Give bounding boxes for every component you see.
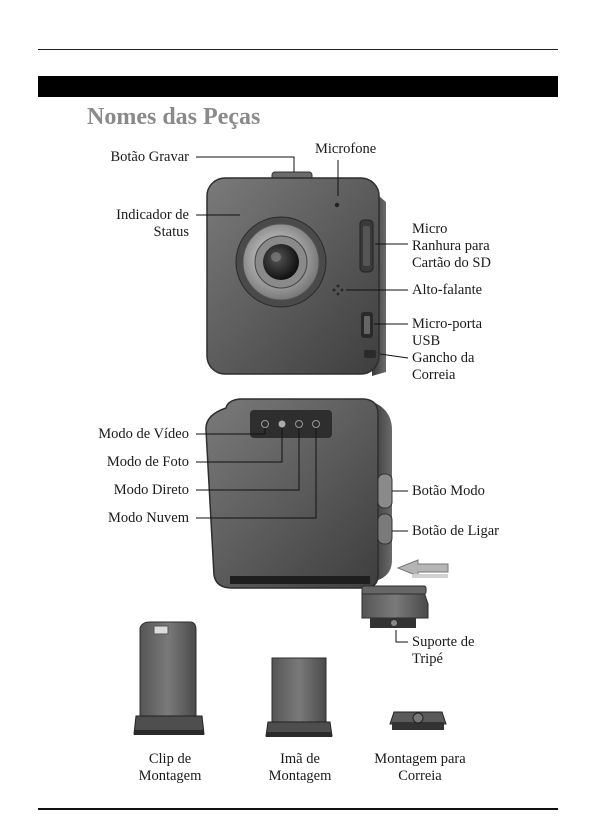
- label-clip-1: Clip de: [120, 751, 220, 768]
- strap-hook: [364, 350, 376, 358]
- label-usb-1: Micro-porta: [412, 316, 482, 333]
- label-speaker: Alto-falante: [412, 282, 482, 299]
- label-direct-mode: Modo Direto: [114, 482, 189, 499]
- tripod-leader: [396, 630, 408, 642]
- label-magnet-2: Montagem: [250, 768, 350, 785]
- speaker-grille: [337, 285, 340, 288]
- label-clip-2: Montagem: [120, 768, 220, 785]
- label-sd-slot-2: Ranhura para: [412, 238, 490, 255]
- label-strap-hook-1: Gancho da: [412, 350, 474, 367]
- label-sd-slot-1: Micro: [412, 221, 447, 238]
- label-strap-mount-1: Montagem para: [360, 751, 480, 768]
- label-strap-hook-2: Correia: [412, 367, 455, 384]
- insert-arrow: [398, 560, 448, 578]
- tripod-mount: [362, 586, 428, 628]
- label-status-indicator-1: Indicador de: [116, 207, 189, 224]
- label-usb-2: USB: [412, 333, 440, 350]
- lens-glass: [263, 244, 299, 280]
- mounting-clip: [134, 622, 204, 735]
- label-power-button: Botão de Ligar: [412, 523, 499, 540]
- mounting-magnet: [266, 658, 332, 737]
- label-record-button: Botão Gravar: [110, 149, 189, 166]
- label-photo-mode: Modo de Foto: [107, 454, 189, 471]
- label-microphone: Microfone: [315, 141, 376, 158]
- label-mode-button: Botão Modo: [412, 483, 485, 500]
- bottom-slot: [230, 576, 370, 584]
- camera-front: [207, 172, 386, 376]
- microphone-hole: [335, 203, 339, 207]
- label-sd-slot-3: Cartão do SD: [412, 255, 491, 272]
- label-strap-mount-2: Correia: [360, 768, 480, 785]
- label-cloud-mode: Modo Nuvem: [108, 510, 189, 527]
- bottom-rule: [38, 808, 558, 810]
- label-magnet-1: Imã de: [250, 751, 350, 768]
- photo-mode-led: [279, 421, 286, 428]
- power-button: [378, 514, 392, 544]
- camera-back: [206, 399, 392, 588]
- label-tripod-mount-1: Suporte de: [412, 634, 474, 651]
- label-tripod-mount-2: Tripé: [412, 651, 443, 668]
- label-status-indicator-2: Status: [154, 224, 189, 241]
- mode-button: [378, 474, 392, 508]
- strap-mount: [390, 712, 446, 730]
- label-video-mode: Modo de Vídeo: [98, 426, 189, 443]
